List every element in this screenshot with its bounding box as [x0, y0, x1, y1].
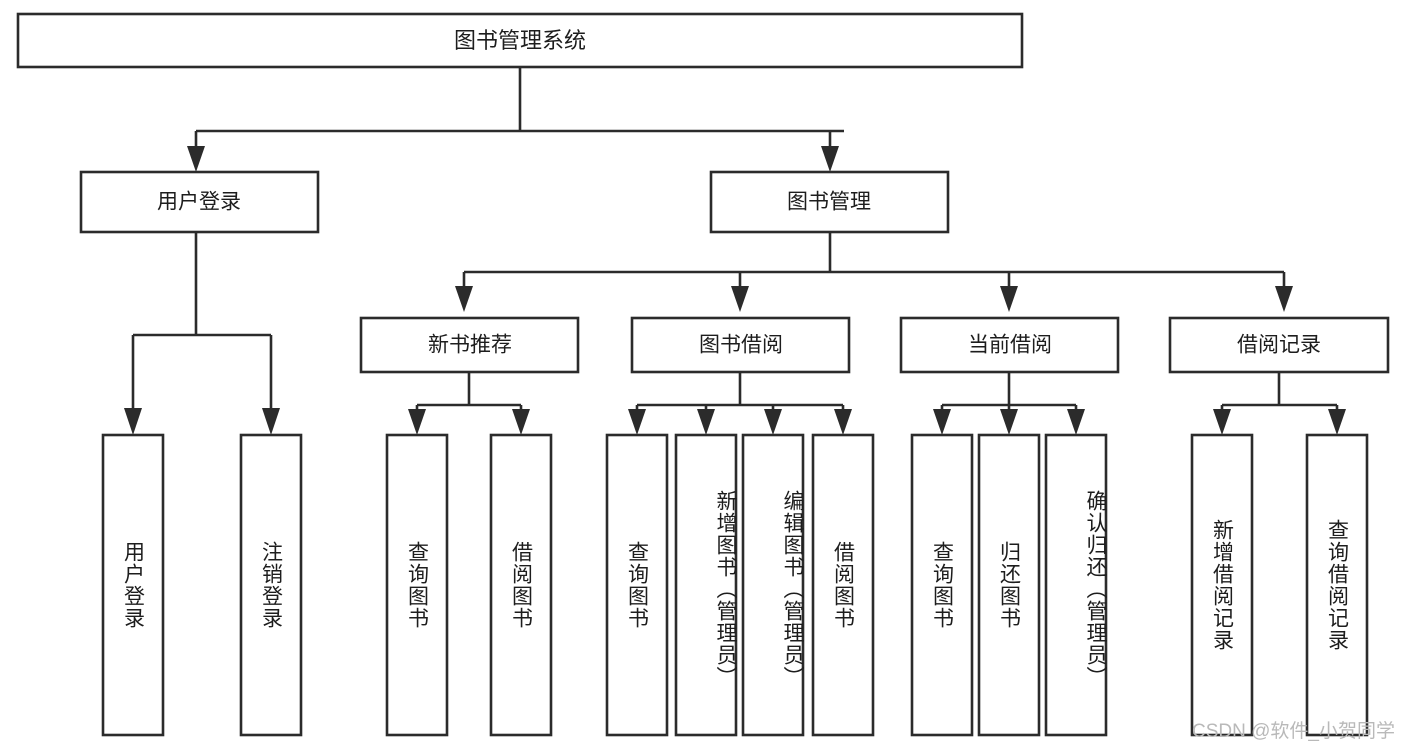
node-box-leaf-borrow-book-1[interactable] — [489, 433, 553, 737]
arrow-to-leaf-user-login — [124, 408, 142, 435]
connector-book-borrow-to-leaves — [628, 372, 852, 435]
arrow-to-book-borrow — [731, 286, 749, 312]
node-box-leaf-user-logout[interactable] — [239, 433, 303, 737]
watermark-text: CSDN @软件_小贺同学 — [1192, 721, 1395, 742]
node-box-leaf-user-login[interactable] — [101, 433, 165, 737]
arrow-to-new-book-recommend — [455, 286, 473, 312]
arrow-to-user-login — [187, 146, 205, 172]
arrow-to-leaf-add-book — [697, 409, 715, 435]
arrow-to-leaf-user-logout — [262, 408, 280, 435]
node-label-current-borrow: 当前借阅 — [968, 334, 1052, 357]
node-box-borrow-record[interactable] — [1168, 316, 1390, 374]
arrow-to-book-manage — [821, 146, 839, 172]
connector-borrow-record-to-leaves — [1213, 372, 1346, 435]
arrow-to-current-borrow — [1000, 286, 1018, 312]
node-label-new-book-recommend: 新书推荐 — [428, 334, 512, 357]
node-label-book-borrow: 图书借阅 — [699, 334, 783, 357]
node-box-leaf-confirm-return[interactable] — [1044, 433, 1108, 737]
arrow-to-leaf-return-book — [1000, 409, 1018, 435]
node-box-leaf-return-book[interactable] — [977, 433, 1041, 737]
connector-book-manage-to-level3 — [455, 232, 1293, 312]
node-label-user-login: 用户登录 — [157, 191, 241, 214]
arrow-to-leaf-borrow-book-1 — [512, 409, 530, 435]
arrow-to-leaf-add-record — [1213, 409, 1231, 435]
node-label-borrow-record: 借阅记录 — [1237, 334, 1321, 357]
connector-current-borrow-to-leaves — [933, 372, 1085, 435]
arrow-to-leaf-confirm-return — [1067, 409, 1085, 435]
node-label-root: 图书管理系统 — [454, 28, 586, 53]
arrow-to-leaf-query-book-3 — [933, 409, 951, 435]
arrow-to-leaf-edit-book — [764, 409, 782, 435]
node-box-leaf-query-book-2[interactable] — [605, 433, 669, 737]
node-box-leaf-query-book-1[interactable] — [385, 433, 449, 737]
arrow-to-leaf-query-book-1 — [408, 409, 426, 435]
connector-user-login-to-leaves — [124, 232, 280, 435]
node-box-current-borrow[interactable] — [899, 316, 1120, 374]
arrow-to-leaf-borrow-book-2 — [834, 409, 852, 435]
arrow-to-leaf-query-record — [1328, 409, 1346, 435]
node-box-new-book-recommend[interactable] — [359, 316, 580, 374]
node-box-leaf-query-record[interactable] — [1305, 433, 1369, 737]
arrow-to-leaf-query-book-2 — [628, 409, 646, 435]
node-box-leaf-borrow-book-2[interactable] — [811, 433, 875, 737]
connector-new-book-recommend-to-leaves — [408, 372, 530, 435]
node-box-user-login[interactable] — [79, 170, 320, 234]
node-label-book-manage: 图书管理 — [787, 191, 871, 214]
node-box-book-borrow[interactable] — [630, 316, 851, 374]
node-box-root[interactable] — [16, 12, 1024, 69]
node-box-leaf-add-record[interactable] — [1190, 433, 1254, 737]
node-box-leaf-add-book[interactable] — [674, 433, 738, 737]
node-box-leaf-edit-book[interactable] — [741, 433, 805, 737]
node-box-leaf-query-book-3[interactable] — [910, 433, 974, 737]
connector-root-to-level2 — [187, 67, 844, 172]
arrow-to-borrow-record — [1275, 286, 1293, 312]
node-box-book-manage[interactable] — [709, 170, 950, 234]
